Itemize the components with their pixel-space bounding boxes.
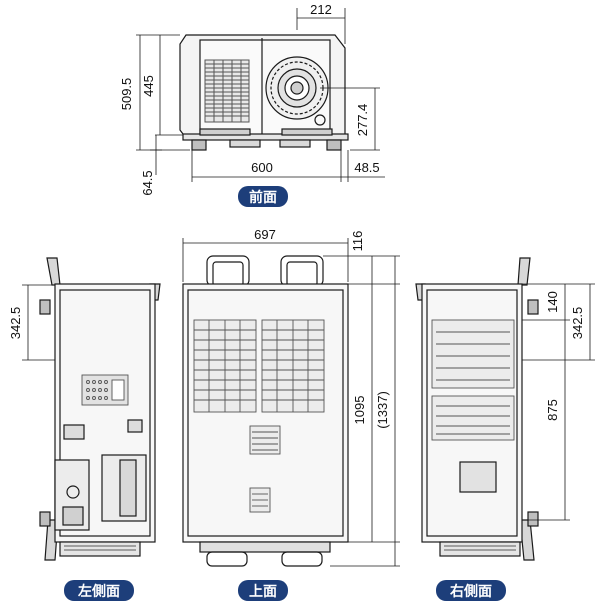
dim-front-top-offset: 212	[310, 2, 332, 17]
top-view	[182, 255, 349, 567]
dim-left-handle-offset: 342.5	[8, 307, 23, 340]
dim-front-body-height: 445	[141, 75, 156, 97]
dim-right-top-offset: 140	[545, 291, 560, 313]
sensor-icon	[314, 114, 326, 126]
left-side-view-label: 左側面	[64, 580, 134, 601]
lens-icon	[265, 56, 329, 120]
left-side-view	[39, 257, 161, 561]
dim-front-right-offset: 48.5	[354, 160, 379, 175]
dim-front-lens-height: 277.4	[355, 104, 370, 137]
dim-top-total-depth: (1337)	[375, 391, 390, 429]
top-small-vent	[249, 425, 281, 513]
top-vent-grille-right	[261, 319, 325, 413]
top-dimension-lines	[182, 238, 400, 567]
left-side-view-label-text: 左側面	[77, 583, 120, 600]
dim-front-foot-height: 64.5	[140, 170, 155, 195]
right-side-view	[415, 257, 539, 561]
front-view-label-text: 前面	[249, 189, 277, 206]
dim-front-total-height: 509.5	[119, 78, 134, 111]
front-view	[179, 34, 349, 151]
dim-right-handle-spacing: 875	[545, 399, 560, 421]
front-view-label: 前面	[238, 186, 288, 207]
right-side-view-label-text: 右側面	[449, 583, 492, 600]
right-vent-grille-lower	[431, 395, 515, 441]
dim-top-handle-depth: 116	[350, 231, 365, 252]
dim-top-body-depth: 1095	[352, 396, 367, 425]
dim-front-width: 600	[251, 160, 273, 175]
right-dimension-lines	[522, 283, 595, 521]
top-view-label: 上面	[238, 580, 288, 601]
top-view-label-text: 上面	[249, 584, 277, 600]
front-dimension-lines	[136, 8, 385, 182]
top-vent-grille-left	[193, 319, 257, 413]
dim-right-handle-offset: 342.5	[570, 307, 585, 340]
left-dimension-lines	[22, 284, 55, 361]
front-vent-grille	[204, 59, 250, 123]
control-panel	[81, 374, 129, 406]
right-vent-grille-upper	[431, 319, 515, 389]
dim-top-width: 697	[254, 227, 276, 242]
right-side-view-label: 右側面	[436, 580, 506, 601]
